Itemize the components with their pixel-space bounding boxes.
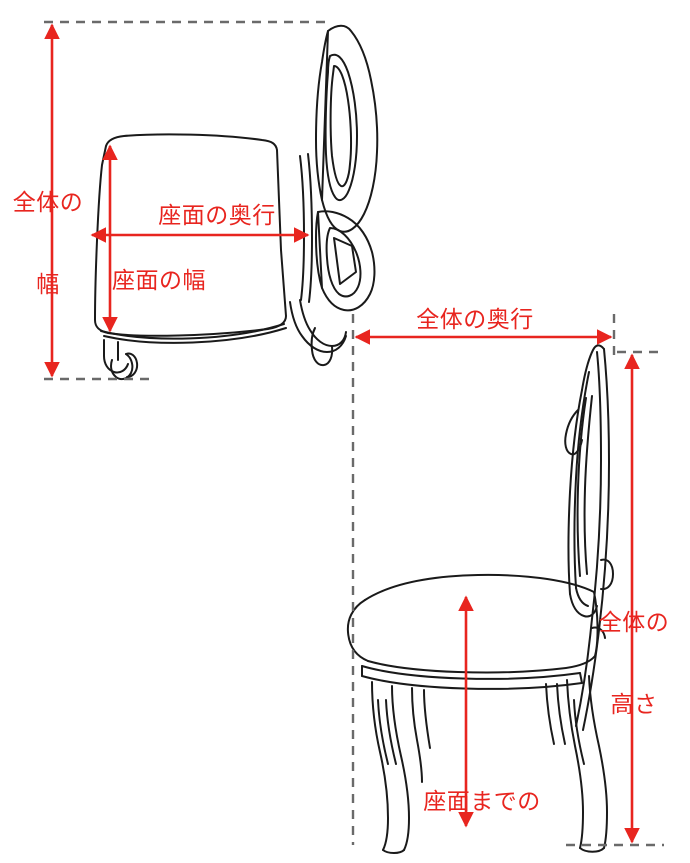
top-view-front-foot [103,339,139,381]
dimension-label-seat-height: 座面までの 高さ [408,735,556,863]
overall-height-line1: 全体の [598,610,670,637]
dimension-label-overall-width: 全体の 幅 [6,136,90,353]
dimension-label-seat-width: 座面の幅 [112,268,206,294]
top-view-seat [94,133,287,344]
top-view-backrest [289,24,379,367]
overall-width-line2: 幅 [36,271,60,298]
dimension-label-overall-depth: 全体の奥行 [416,307,534,333]
seat-height-line1: 座面までの [423,789,541,816]
dimension-label-seat-depth: 座面の奥行 [158,203,276,229]
side-view-backrest [564,344,614,731]
dimension-label-overall-height: 全体の 高さ [592,556,676,773]
overall-width-line1: 全体の [12,190,84,217]
side-view-legs [371,675,608,854]
overall-height-line2: 高さ [610,691,658,718]
